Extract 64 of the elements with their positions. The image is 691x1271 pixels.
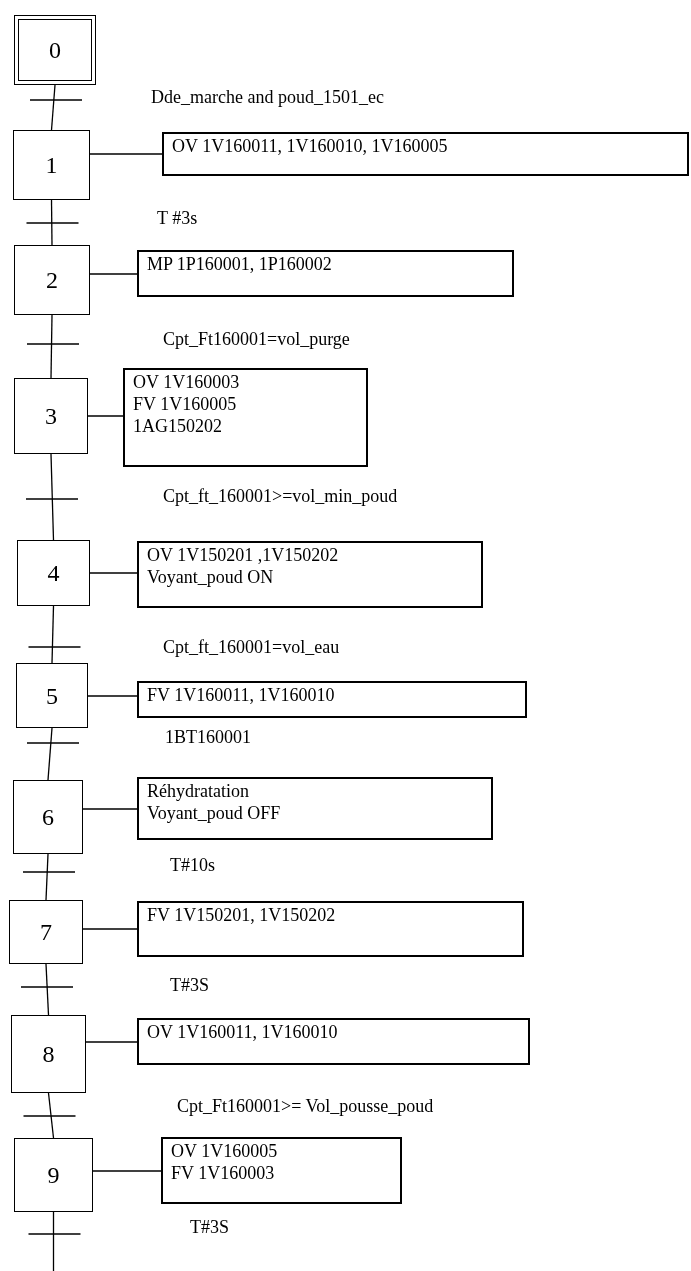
action-text: Voyant_poud OFF	[147, 802, 281, 824]
action-link-line	[82, 808, 138, 810]
step-number: 7	[40, 920, 52, 944]
initial-step-box	[14, 15, 96, 85]
step-box	[14, 1138, 93, 1212]
action-link-line	[89, 153, 163, 155]
step-box	[11, 1015, 86, 1093]
action-link-line	[82, 928, 138, 930]
action-link-line	[85, 1041, 138, 1043]
action-text: OV 1V150201 ,1V150202	[147, 544, 339, 566]
action-box	[162, 132, 689, 176]
action-box	[137, 541, 483, 608]
step-link-line	[50, 314, 53, 379]
action-box	[137, 681, 527, 718]
action-box	[123, 368, 368, 467]
action-link-line	[92, 1170, 162, 1172]
action-link-line	[89, 273, 138, 275]
action-text: 1AG150202	[133, 415, 222, 437]
action-text: Réhydratation	[147, 780, 249, 802]
action-box	[161, 1137, 402, 1204]
step-link-line	[51, 605, 55, 664]
step-box	[16, 663, 88, 728]
action-text: MP 1P160001, 1P160002	[147, 253, 332, 275]
action-text: OV 1V160005	[171, 1140, 278, 1162]
action-link-line	[89, 572, 138, 574]
action-text: OV 1V160003	[133, 371, 240, 393]
action-text: FV 1V150201, 1V150202	[147, 904, 336, 926]
step-link-line	[50, 84, 56, 131]
step-number: 4	[47, 561, 60, 585]
action-text: Voyant_poud ON	[147, 566, 274, 588]
action-link-line	[87, 695, 138, 697]
step-number: 2	[46, 268, 58, 292]
step-box	[17, 540, 90, 606]
step-number: 8	[42, 1042, 55, 1066]
step-link-line	[47, 727, 53, 781]
action-box	[137, 901, 524, 957]
step-box	[14, 245, 90, 315]
step-link-line	[52, 1211, 55, 1271]
step-link-line	[50, 199, 53, 246]
step-box	[14, 378, 88, 454]
step-box	[13, 130, 90, 200]
step-number: 3	[45, 404, 57, 428]
step-link-line	[50, 453, 55, 541]
action-text: OV 1V160011, 1V160010, 1V160005	[172, 135, 448, 157]
action-text: FV 1V160003	[171, 1162, 275, 1184]
action-text: FV 1V160005	[133, 393, 237, 415]
step-box	[13, 780, 83, 854]
step-number: 0	[49, 38, 61, 62]
step-link-line	[45, 853, 49, 901]
action-box	[137, 250, 514, 297]
step-link-line	[45, 963, 50, 1016]
action-text: OV 1V160011, 1V160010	[147, 1021, 338, 1043]
step-link-line	[47, 1092, 55, 1139]
step-box	[9, 900, 83, 964]
action-box	[137, 1018, 530, 1065]
action-link-line	[87, 415, 124, 417]
transition-condition: Cpt_ft_160001=vol_eau	[163, 636, 340, 658]
step-number: 6	[42, 805, 54, 829]
step-number: 1	[45, 153, 58, 177]
action-text: FV 1V160011, 1V160010	[147, 684, 335, 706]
step-number: 5	[46, 683, 58, 708]
action-box	[137, 777, 493, 840]
transition-condition: Cpt_ft_160001>=vol_min_poud	[163, 485, 398, 507]
step-number: 9	[47, 1163, 60, 1187]
